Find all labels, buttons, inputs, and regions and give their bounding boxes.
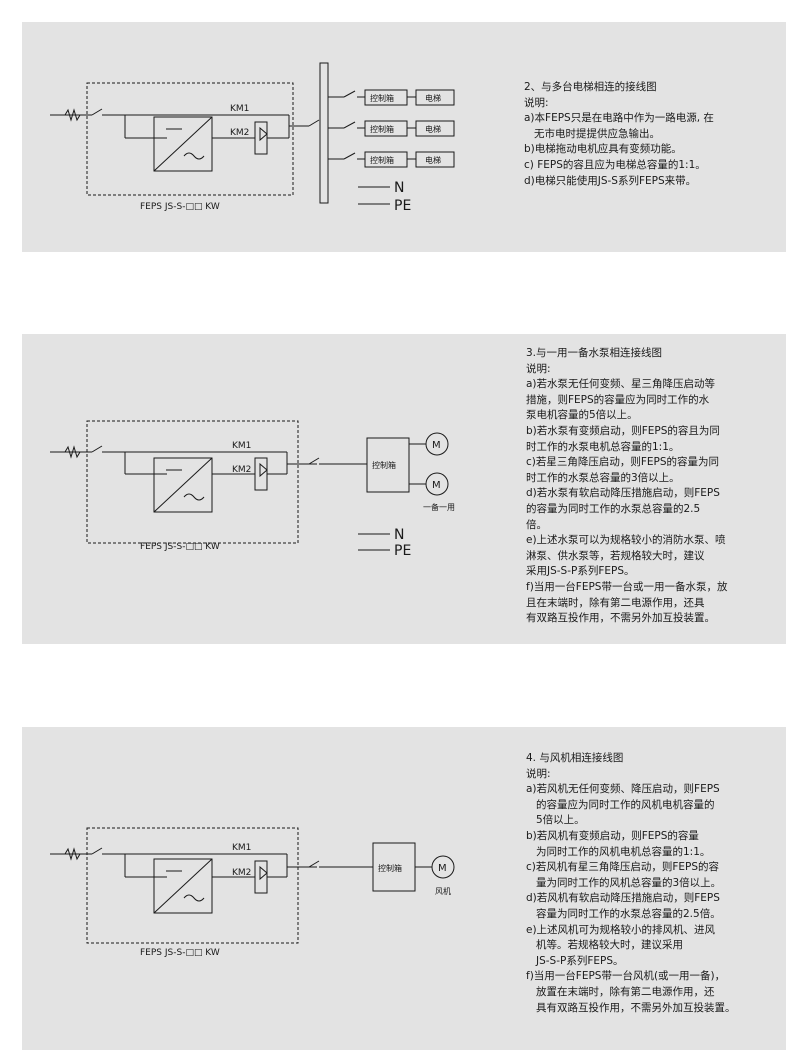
desc-line: 量为同时工作的风机总容量的3倍以上。 — [536, 876, 722, 889]
inverter-box — [153, 457, 213, 513]
desc-line: e)上述风机可为规格较小的排风机、进风 — [526, 923, 716, 936]
desc-line: 的容量为同时工作的水泵总容量的2.5 — [526, 502, 701, 515]
desc-line: 机等。若规格较大时，建议采用 — [536, 939, 683, 952]
controller-box-label: 控制箱 — [372, 460, 396, 470]
model-label: FEPS JS-S-□□ KW — [140, 948, 220, 958]
desc-line: 容量为同时工作的水泵总容量的2.5倍。 — [536, 907, 721, 920]
desc-line: 说明: — [524, 96, 549, 109]
desc-title: 2、与多台电梯相连的接线图 — [524, 81, 657, 93]
model-label: FEPS JS-S-□□ KW — [140, 202, 220, 212]
desc-line: 具有双路互投作用，不需另外加互投装置。 — [536, 1001, 736, 1014]
n-label: N — [394, 180, 404, 196]
desc-title: 4. 与风机相连接线图 — [526, 752, 624, 764]
desc-line: b)若水泵有变频启动，则FEPS的容且为同 — [526, 424, 720, 437]
distribution-bus — [319, 62, 329, 204]
desc-line: 淋泵、供水泵等，若规格较大时，建议 — [526, 549, 705, 562]
description-fans: 4. 与风机相连接线图 说明: a)若风机无任何变频、降压启动，则FEPS 的容… — [526, 751, 736, 1016]
feps-enclosure — [86, 82, 294, 196]
controller-box-label: 控制箱 — [370, 155, 394, 165]
desc-line: e)上述水泵可以为规格较小的消防水泵、喷 — [526, 534, 726, 547]
elevator-box-label: 电梯 — [425, 124, 441, 134]
desc-line: 的容量应为同时工作的风机电机容量的 — [536, 798, 715, 811]
desc-line: 倍。 — [526, 518, 547, 531]
fan-label: 风机 — [435, 886, 451, 896]
desc-line: 采用JS-S-P系列FEPS。 — [526, 565, 635, 578]
desc-title: 3.与一用一备水泵相连接线图 — [526, 347, 663, 359]
wiring-diagram-fans: KM1 KM2 FEPS JS-S-□□ KW 控制箱 M 风机 — [50, 827, 455, 958]
desc-line: b)电梯拖动电机应具有变频功能。 — [524, 143, 682, 156]
pe-label: PE — [394, 198, 411, 214]
desc-line: b)若风机有变频启动，则FEPS的容量 — [526, 829, 699, 842]
desc-line: JS-S-P系列FEPS。 — [536, 954, 624, 967]
wiring-diagram-elevators: KM1 KM2 FEPS JS-S-□□ KW 控制箱 电梯 控制箱 电梯 控制… — [50, 62, 455, 214]
km2-label: KM2 — [230, 128, 249, 138]
desc-line: 无市电时提提供应急输出。 — [534, 127, 660, 140]
motor-icon — [425, 472, 449, 496]
model-label: FEPS JS-S-□□ KW — [140, 542, 220, 552]
desc-line: d)电梯只能使用JS-S系列FEPS来带。 — [524, 174, 697, 187]
km2-label: KM2 — [232, 868, 251, 878]
desc-line: a)本FEPS只是在电路中作为一路电源, 在 — [524, 112, 714, 125]
km2-label: KM2 — [232, 465, 251, 475]
km1-label: KM1 — [232, 441, 251, 451]
desc-line: a)若水泵无任何变频、星三角降压启动等 — [526, 378, 716, 391]
desc-line: c)若风机有星三角降压启动，则FEPS的容 — [526, 861, 720, 874]
controller-box-label: 控制箱 — [370, 124, 394, 134]
diagram-panel-elevators: KM1 KM2 FEPS JS-S-□□ KW 控制箱 电梯 控制箱 电梯 控制… — [22, 22, 786, 252]
controller-box — [366, 437, 410, 493]
wiring-diagram-water-pumps: KM1 KM2 FEPS JS-S-□□ KW 控制箱 M M 一备一用 N P… — [50, 420, 455, 559]
fan-motor-icon — [431, 855, 455, 879]
desc-line: 有双路互投作用，不需另外加互投装置。 — [526, 612, 715, 625]
desc-line: 时工作的水泵总容量的3倍以上。 — [526, 471, 680, 484]
feps-enclosure — [86, 827, 299, 944]
desc-line: 放置在末端时，除有第二电源作用，还 — [536, 985, 715, 998]
pe-label: PE — [394, 543, 411, 559]
motor-label: M — [432, 440, 441, 451]
controller-box-label: 控制箱 — [378, 863, 402, 873]
desc-line: d)若风机有软启动降压措施启动，则FEPS — [526, 892, 720, 905]
elevator-box-label: 电梯 — [425, 93, 441, 103]
n-label: N — [394, 527, 404, 543]
desc-line: 且在末端时，除有第二电源作用，还具 — [526, 596, 705, 609]
feps-enclosure — [86, 420, 299, 544]
controller-box-label: 控制箱 — [370, 93, 394, 103]
km1-label: KM1 — [232, 843, 251, 853]
km1-label: KM1 — [230, 104, 249, 114]
desc-line: 说明: — [526, 767, 551, 780]
elevator-box-label: 电梯 — [425, 155, 441, 165]
desc-line: 为同时工作的风机电机总容量的1:1。 — [536, 845, 711, 858]
motor-label: M — [438, 863, 447, 874]
diagram-panel-water-pumps: KM1 KM2 FEPS JS-S-□□ KW 控制箱 M M 一备一用 N P… — [22, 334, 786, 644]
desc-line: 5倍以上。 — [536, 814, 585, 827]
inverter-box — [153, 858, 213, 914]
desc-line: 措施，则FEPS的容量应为同时工作的水 — [526, 393, 710, 406]
motor-icon — [425, 432, 449, 456]
desc-line: c) FEPS的容且应为电梯总容量的1:1。 — [524, 158, 706, 171]
desc-line: f)当用一台FEPS带一台风机(或一用一备)， — [526, 970, 726, 983]
desc-line: a)若风机无任何变频、降压启动，则FEPS — [526, 783, 720, 796]
desc-line: c)若星三角降压启动，则FEPS的容量为同 — [526, 456, 720, 469]
desc-line: d)若水泵有软启动降压措施启动，则FEPS — [526, 487, 720, 500]
standby-label: 一备一用 — [423, 502, 455, 512]
inverter-box — [153, 116, 213, 172]
desc-line: 说明: — [526, 362, 551, 375]
desc-line: 泵电机容量的5倍以上。 — [526, 409, 638, 422]
desc-line: f)当用一台FEPS带一台或一用一备水泵，放 — [526, 580, 728, 593]
description-elevators: 2、与多台电梯相连的接线图 说明: a)本FEPS只是在电路中作为一路电源, 在… — [524, 80, 714, 189]
description-water-pumps: 3.与一用一备水泵相连接线图 说明: a)若水泵无任何变频、星三角降压启动等 措… — [526, 346, 727, 627]
motor-label: M — [432, 480, 441, 491]
desc-line: 时工作的水泵电机总容量的1:1。 — [526, 440, 680, 453]
diagram-panel-fans: KM1 KM2 FEPS JS-S-□□ KW 控制箱 M 风机 4. 与风机相… — [22, 727, 786, 1050]
